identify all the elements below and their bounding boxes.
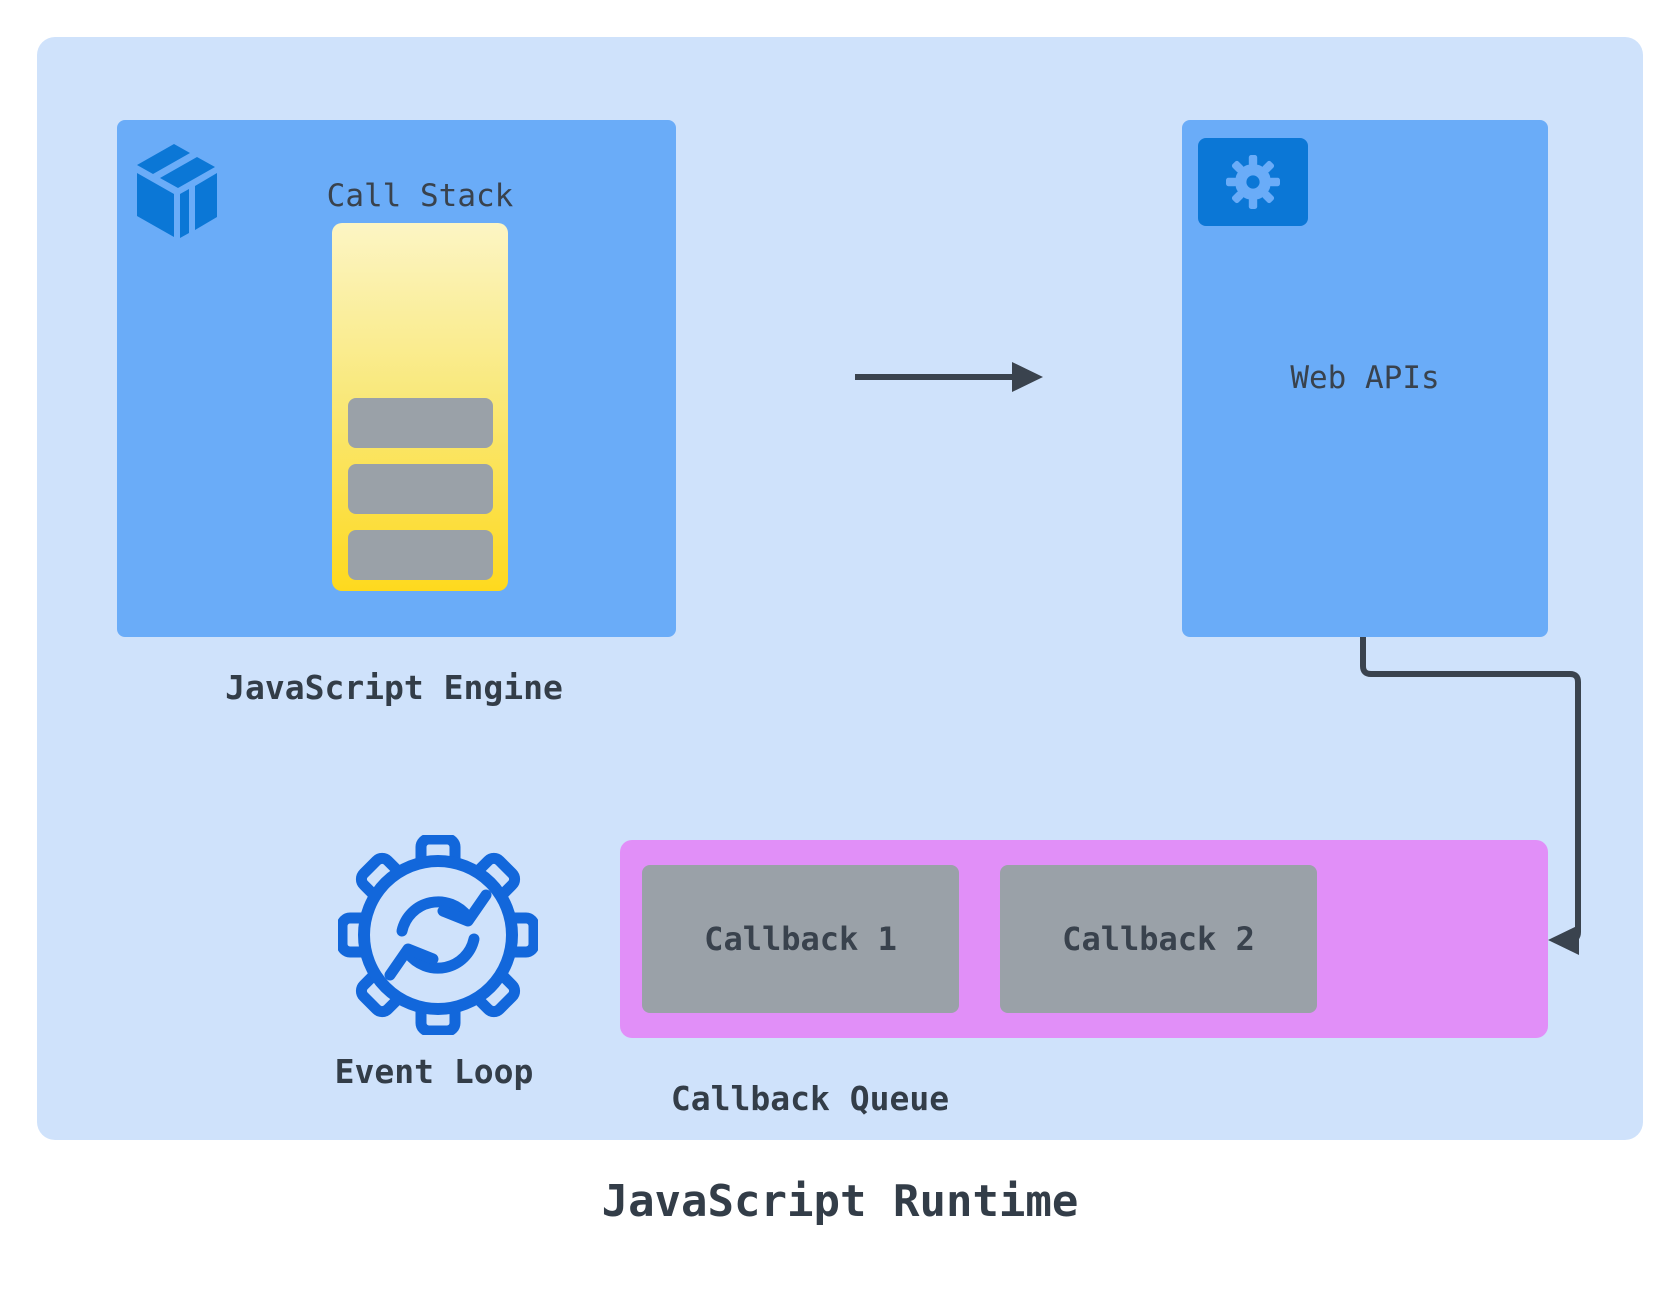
package-icon [137, 144, 217, 238]
javascript-engine-label: JavaScript Engine [225, 668, 563, 707]
call-stack-column [332, 223, 508, 591]
gear-badge [1198, 138, 1308, 226]
callback-queue-label: Callback Queue [670, 1079, 950, 1118]
stack-frame [348, 464, 493, 514]
callback-queue-item: Callback 2 [1000, 865, 1317, 1013]
call-stack-label: Call Stack [326, 178, 514, 214]
page-title: JavaScript Runtime [601, 1176, 1079, 1227]
callback-queue-item: Callback 1 [642, 865, 959, 1013]
gear-icon [1226, 155, 1280, 209]
stack-frame [348, 530, 493, 580]
callback-queue: Callback 1 Callback 2 [620, 840, 1548, 1038]
event-loop-icon [338, 835, 538, 1035]
web-apis-label: Web APIs [1290, 360, 1440, 396]
stack-frame [348, 398, 493, 448]
event-loop-label: Event Loop [334, 1052, 534, 1091]
